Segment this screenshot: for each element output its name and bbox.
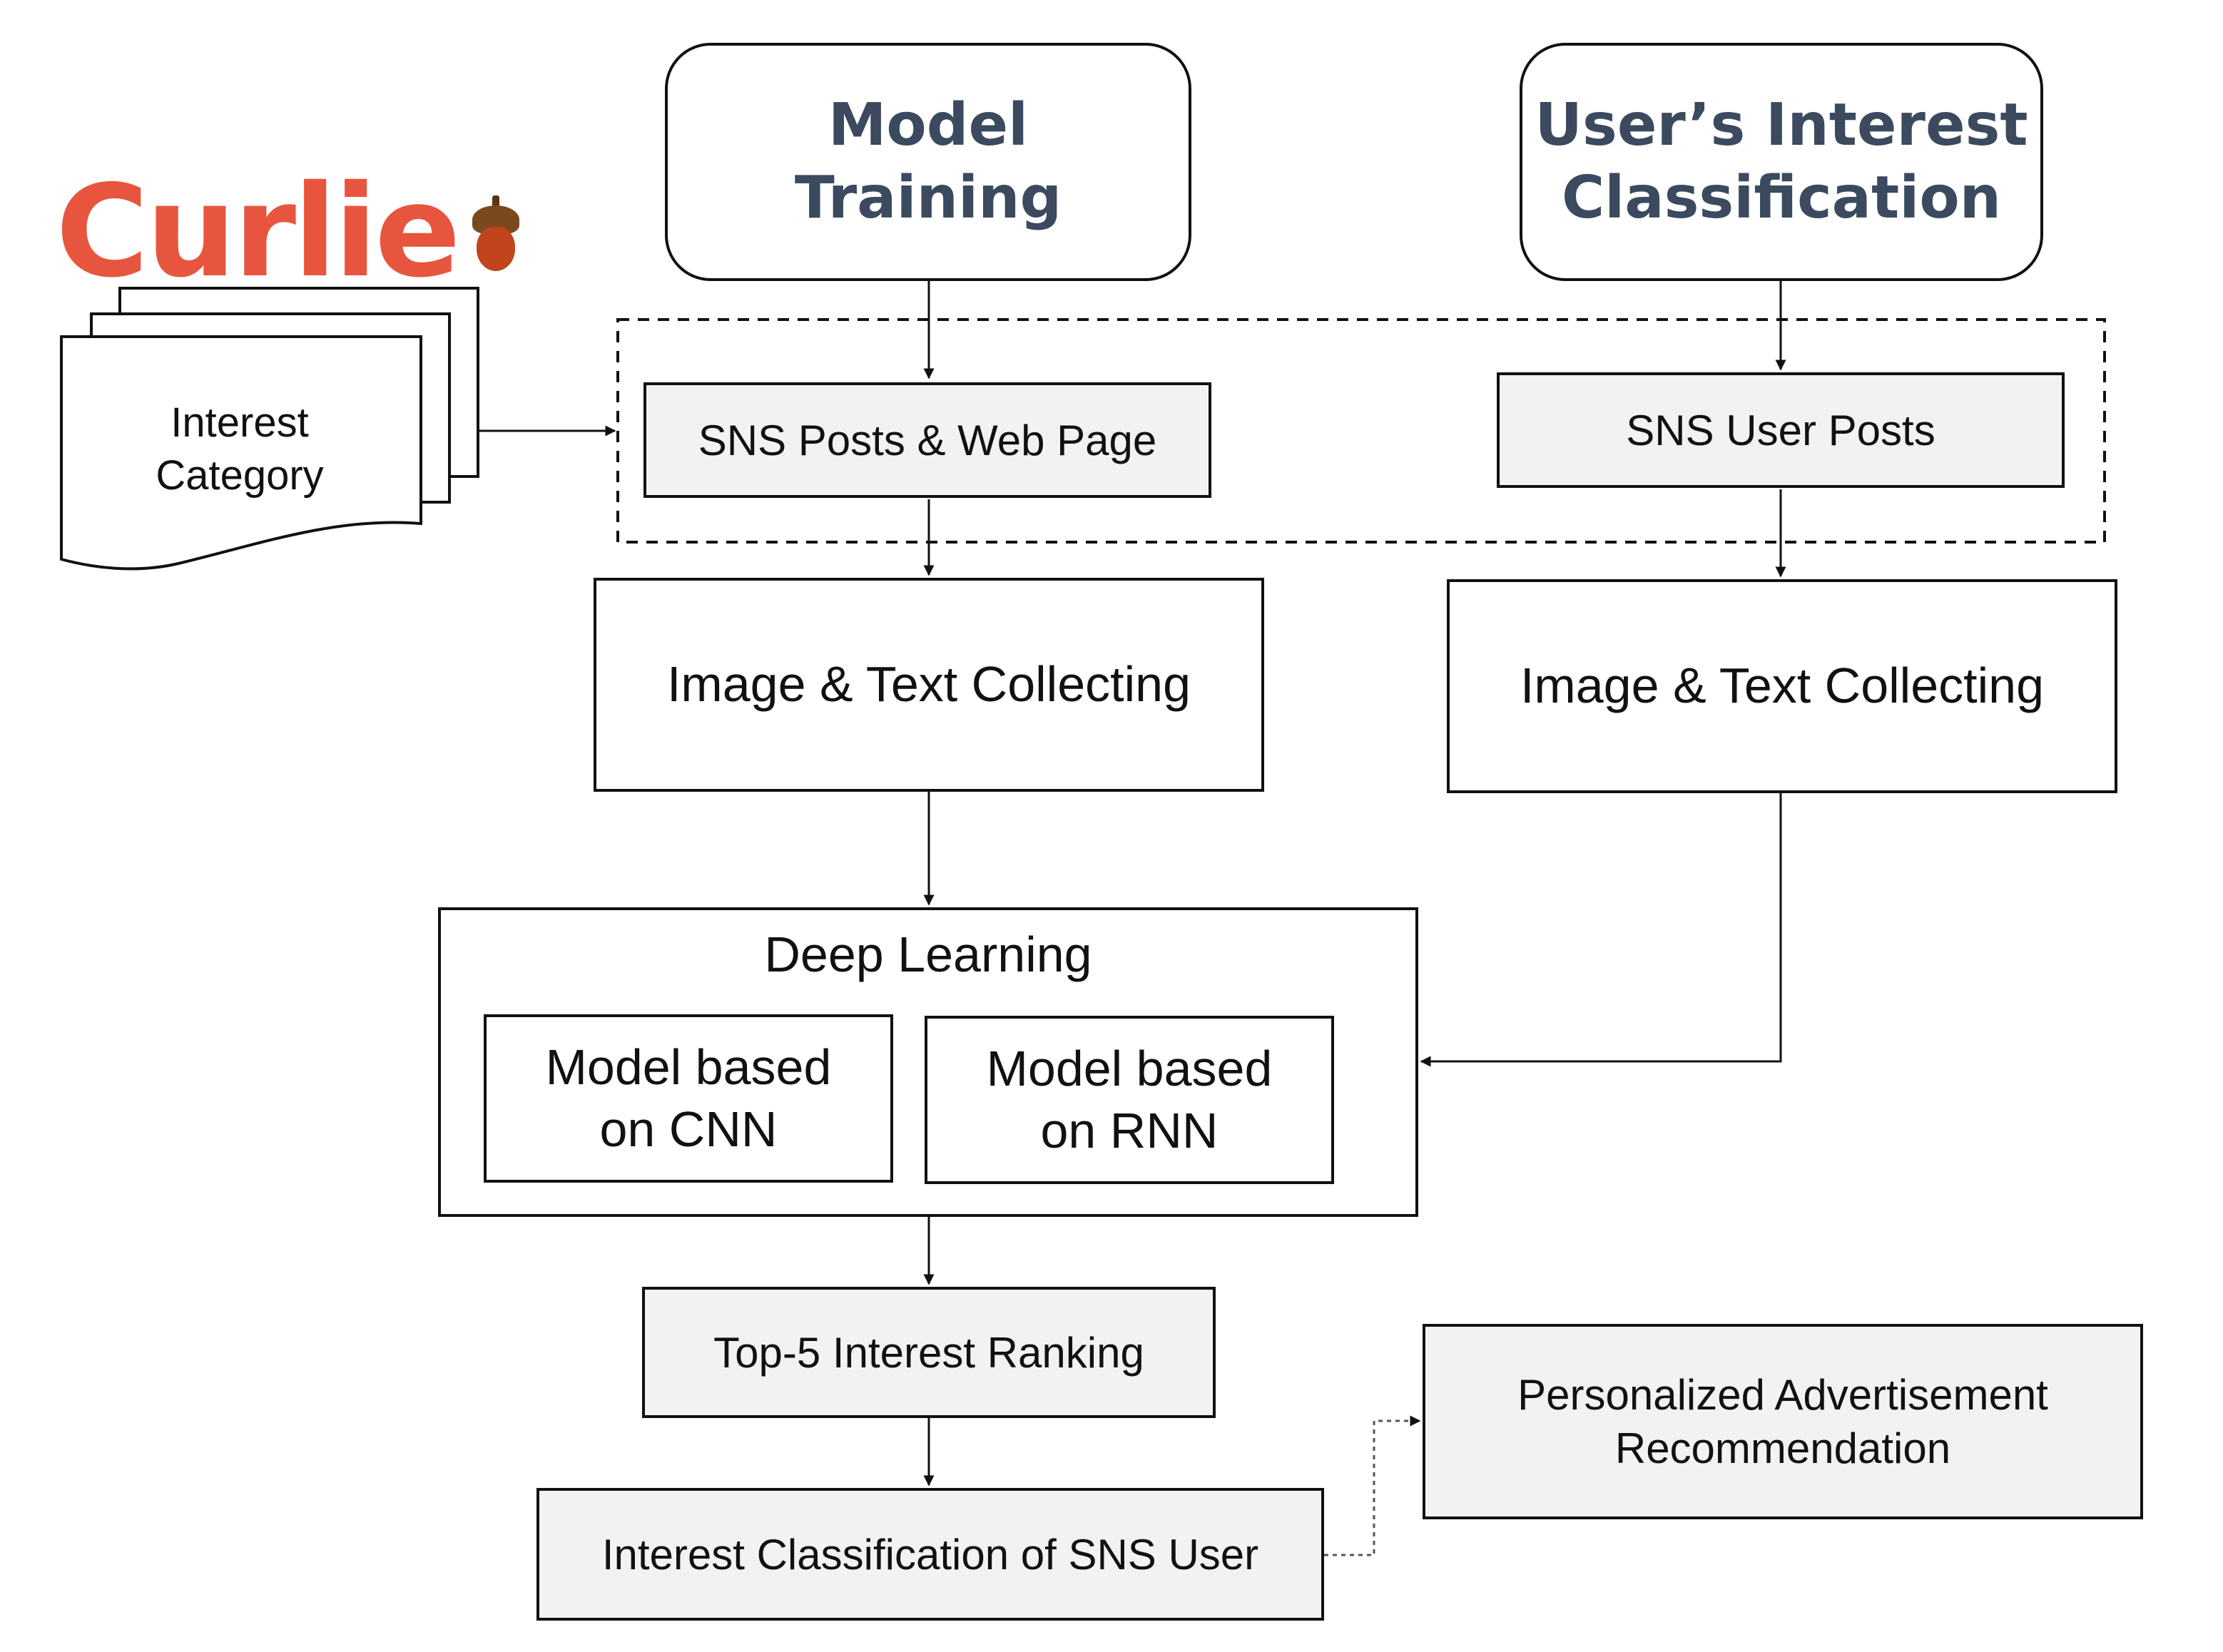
cnn-model-box: Model based on CNN [484, 1014, 893, 1183]
sns-posts-web-page-box: SNS Posts & Web Page [644, 382, 1211, 498]
top5-interest-ranking-box: Top-5 Interest Ranking [642, 1287, 1216, 1418]
interest-category-doc-stack [60, 287, 479, 571]
interest-category-label: Interest Category [156, 399, 324, 499]
user-interest-classification-header: User’s Interest Classification [1520, 43, 2043, 281]
arrow-collect-right-to-deep-learning [1420, 793, 1782, 1067]
acorn-icon [471, 195, 521, 272]
image-text-collecting-left: Image & Text Collecting [594, 578, 1264, 792]
input-group-dashed-border [616, 318, 2106, 544]
deep-learning-group: Deep Learning Model based on CNN Model b… [438, 907, 1418, 1217]
interest-classification-box: Interest Classification of SNS User [536, 1488, 1324, 1621]
personalized-advertisement-box: Personalized Advertisement Recommendatio… [1423, 1324, 2143, 1519]
doc-sheet-front [60, 335, 422, 571]
sns-user-posts-box: SNS User Posts [1497, 372, 2065, 488]
curlie-logo: Curlie [56, 168, 521, 295]
model-training-header: Model Training [665, 43, 1191, 281]
arrow-classification-to-advertisement [1324, 1415, 1421, 1556]
rnn-model-box: Model based on RNN [925, 1016, 1334, 1184]
deep-learning-title: Deep Learning [764, 927, 1092, 982]
curlie-logo-text: Curlie [56, 158, 461, 305]
image-text-collecting-right: Image & Text Collecting [1447, 579, 2117, 793]
